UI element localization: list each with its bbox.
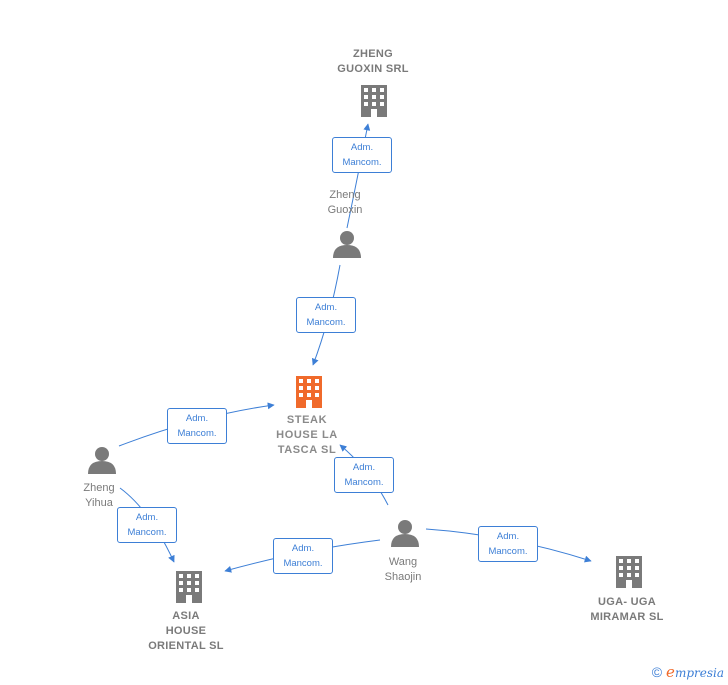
brand-logo[interactable]: empresia bbox=[666, 663, 724, 681]
node-label-zheng-guoxin[interactable]: Zheng Guoxin bbox=[327, 189, 363, 216]
footer-branding: © empresia bbox=[652, 663, 724, 681]
copyright-symbol: © bbox=[651, 664, 663, 680]
building-icon bbox=[176, 571, 202, 603]
node-label-steak-house[interactable]: STEAK HOUSE LA TASCA SL bbox=[276, 414, 338, 456]
person-icon bbox=[333, 231, 361, 258]
building-icon bbox=[296, 376, 322, 408]
edge-label-zheng-yihua-asia: Adm. Mancom. bbox=[117, 507, 177, 543]
building-icon bbox=[361, 85, 387, 117]
edge-label-wang-uga: Adm. Mancom. bbox=[478, 526, 538, 562]
node-label-zheng-guoxin-srl[interactable]: ZHENG GUOXIN SRL bbox=[337, 48, 409, 75]
person-icon bbox=[391, 520, 419, 547]
edge-label-wang-asia: Adm. Mancom. bbox=[273, 538, 333, 574]
building-icon bbox=[616, 556, 642, 588]
edge-zheng-guoxin-to-zheng-guoxin-srl bbox=[346, 123, 371, 229]
edge-label-zheng-yihua-steak: Adm. Mancom. bbox=[167, 408, 227, 444]
edge-label-zheng-guoxin-steak: Adm. Mancom. bbox=[296, 297, 356, 333]
edge-label-wang-steak: Adm. Mancom. bbox=[334, 457, 394, 493]
node-label-uga-uga[interactable]: UGA- UGA MIRAMAR SL bbox=[590, 596, 664, 623]
edge-label-zheng-guoxin-srl: Adm. Mancom. bbox=[332, 137, 392, 173]
brand-name: mpresia bbox=[674, 666, 724, 680]
node-label-asia-house[interactable]: ASIA HOUSE ORIENTAL SL bbox=[148, 610, 224, 652]
node-label-wang-shaojin[interactable]: Wang Shaojin bbox=[384, 556, 422, 583]
brand-initial: e bbox=[666, 663, 675, 681]
person-icon bbox=[88, 447, 116, 474]
node-label-zheng-yihua[interactable]: Zheng Yihua bbox=[83, 482, 115, 509]
